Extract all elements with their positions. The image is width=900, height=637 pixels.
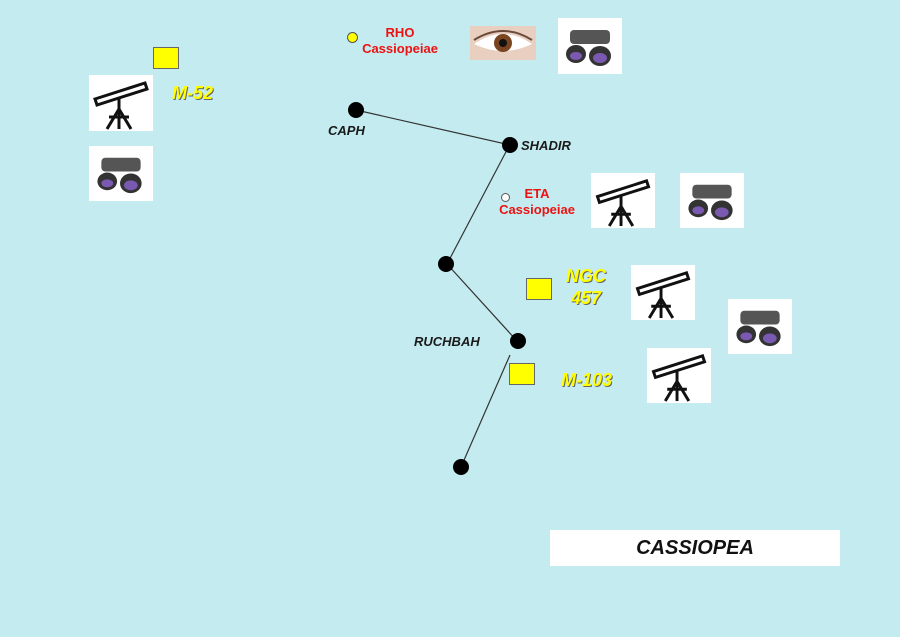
m52-marker <box>153 47 179 69</box>
star-ruchbah <box>510 333 526 349</box>
binoculars-icon <box>558 18 622 74</box>
telescope-icon <box>647 348 711 403</box>
constellation-title: CASSIOPEA <box>550 530 840 566</box>
label-rho-line1: RHO <box>385 25 415 40</box>
label-ngc457: NGC 457 <box>556 265 616 309</box>
line-ruchbah-star6 <box>460 354 511 468</box>
star-gamma <box>438 256 454 272</box>
telescope-icon <box>591 173 655 228</box>
binoculars-icon <box>89 146 153 201</box>
telescope-icon <box>631 265 695 320</box>
label-m103: M-103 <box>561 370 613 390</box>
label-eta-line1: ETA <box>524 186 550 201</box>
label-ruchbah: RUCHBAH <box>414 334 480 349</box>
label-ngc457-line2: 457 <box>570 288 602 308</box>
line-star4-ruchbah <box>446 263 518 342</box>
label-rho-line2: Cassiopeiae <box>362 41 438 56</box>
telescope-icon <box>89 75 153 131</box>
star-segin <box>453 459 469 475</box>
label-ngc457-line1: NGC <box>566 266 606 286</box>
label-shadir: SHADIR <box>521 138 571 153</box>
binoculars-icon <box>680 173 744 228</box>
eye-icon <box>470 26 536 60</box>
line-shadir-star4 <box>446 147 509 265</box>
ngc457-marker <box>526 278 552 300</box>
star-eta <box>501 193 510 202</box>
star-shadir <box>502 137 518 153</box>
star-rho <box>347 32 358 43</box>
label-eta: ETA Cassiopeiae <box>482 186 592 218</box>
line-caph-shadir <box>355 109 511 146</box>
label-caph: CAPH <box>328 123 365 138</box>
m103-marker <box>509 363 535 385</box>
label-rho: RHO Cassiopeiae <box>345 25 455 57</box>
binoculars-icon <box>728 299 792 354</box>
label-m52: M-52 <box>172 83 214 103</box>
star-caph <box>348 102 364 118</box>
label-eta-line2: Cassiopeiae <box>499 202 575 217</box>
